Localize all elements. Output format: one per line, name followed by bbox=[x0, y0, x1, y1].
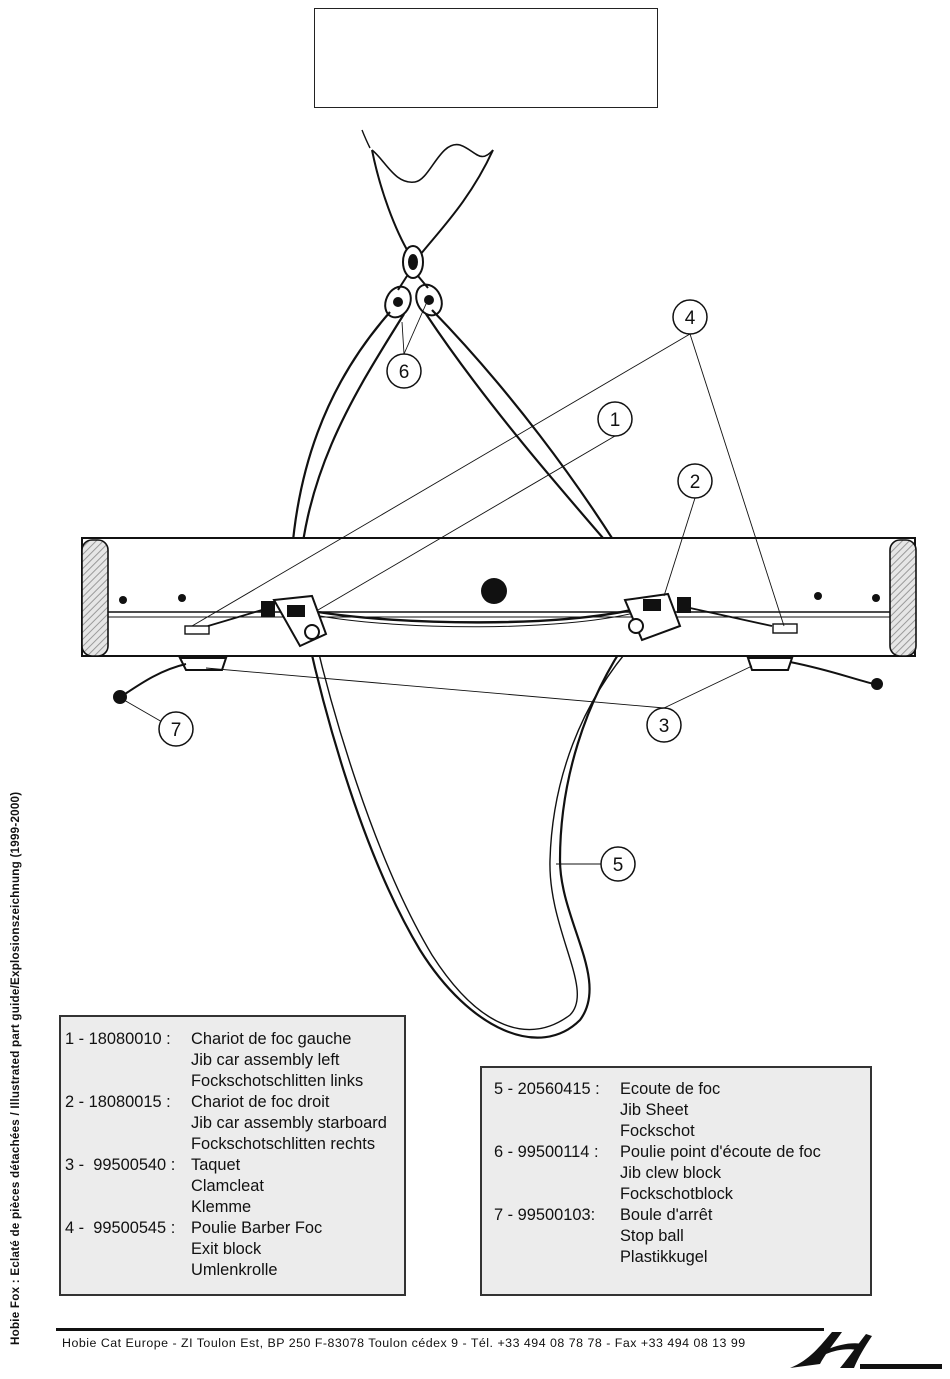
part-name-de: Fockschotschlitten rechts bbox=[191, 1135, 376, 1153]
part-name-de: Klemme bbox=[191, 1198, 252, 1216]
parts-legend-right: 5 - 20560415 : Ecoute de foc Jib Sheet F… bbox=[480, 1066, 872, 1296]
callout-5: 5 bbox=[600, 846, 636, 882]
callout-1: 1 bbox=[597, 401, 633, 437]
part-name-en: Stop ball bbox=[620, 1227, 684, 1245]
side-caption: Hobie Fox : Eclaté de pièces détachées /… bbox=[9, 791, 22, 1345]
part-name-de: Fockschot bbox=[620, 1122, 695, 1140]
part-name-fr: Chariot de foc gauche bbox=[191, 1030, 352, 1048]
part-name-en: Clamcleat bbox=[191, 1177, 264, 1195]
legend-entry-5: 5 - 20560415 : Ecoute de foc Jib Sheet F… bbox=[494, 1079, 870, 1142]
part-code: 6 - 99500114 : bbox=[494, 1143, 599, 1161]
part-name-fr: Ecoute de foc bbox=[620, 1080, 721, 1098]
part-name-de: Plastikkugel bbox=[620, 1248, 708, 1266]
legend-entry-6: 6 - 99500114 : Poulie point d'écoute de … bbox=[494, 1142, 870, 1205]
part-code: 7 - 99500103: bbox=[494, 1206, 596, 1224]
callout-6: 6 bbox=[386, 353, 422, 389]
part-name-en: Jib car assembly starboard bbox=[191, 1114, 387, 1132]
footer-rule bbox=[56, 1328, 824, 1331]
legend-entry-4: 4 - 99500545 : Poulie Barber Foc Exit bl… bbox=[65, 1218, 404, 1281]
callout-3: 3 bbox=[646, 707, 682, 743]
part-name-fr: Boule d'arrêt bbox=[620, 1206, 713, 1224]
part-code: 1 - 18080010 : bbox=[65, 1030, 171, 1048]
callout-2: 2 bbox=[677, 463, 713, 499]
svg-text:1: 1 bbox=[610, 410, 621, 431]
part-name-en: Jib clew block bbox=[620, 1164, 722, 1182]
hobie-logo-icon bbox=[790, 1332, 942, 1369]
callout-7: 7 bbox=[158, 711, 194, 747]
part-name-fr: Poulie point d'écoute de foc bbox=[620, 1143, 821, 1161]
leader-lines bbox=[123, 303, 785, 865]
legend-entry-1: 1 - 18080010 : Chariot de foc gauche Jib… bbox=[65, 1029, 404, 1092]
legend-entry-7: 7 - 99500103: Boule d'arrêt Stop ball Pl… bbox=[494, 1205, 870, 1268]
svg-text:6: 6 bbox=[399, 362, 410, 383]
legend-entry-3: 3 - 99500540 : Taquet Clamcleat Klemme bbox=[65, 1155, 404, 1218]
part-code: 2 - 18080015 : bbox=[65, 1093, 171, 1111]
part-code: 3 - 99500540 : bbox=[65, 1156, 176, 1174]
part-code: 4 - 99500545 : bbox=[65, 1219, 176, 1237]
part-name-en: Jib Sheet bbox=[620, 1101, 689, 1119]
parts-legend-left: 1 - 18080010 : Chariot de foc gauche Jib… bbox=[59, 1015, 406, 1296]
footer-address: Hobie Cat Europe - ZI Toulon Est, BP 250… bbox=[62, 1336, 746, 1350]
svg-text:2: 2 bbox=[690, 472, 701, 493]
part-name-de: Fockschotblock bbox=[620, 1185, 733, 1203]
svg-text:7: 7 bbox=[171, 720, 182, 741]
part-name-de: Fockschotschlitten links bbox=[191, 1072, 364, 1090]
part-name-fr: Poulie Barber Foc bbox=[191, 1219, 323, 1237]
part-name-en: Exit block bbox=[191, 1240, 262, 1258]
legend-entry-2: 2 - 18080015 : Chariot de foc droit Jib … bbox=[65, 1092, 404, 1155]
jib-sail bbox=[361, 129, 494, 256]
title-box bbox=[314, 8, 658, 108]
part-name-fr: Chariot de foc droit bbox=[191, 1093, 330, 1111]
svg-text:4: 4 bbox=[685, 308, 696, 329]
clew-blocks bbox=[384, 245, 443, 319]
svg-text:5: 5 bbox=[613, 855, 624, 876]
jib-cars bbox=[207, 592, 773, 648]
part-code: 5 - 20560415 : bbox=[494, 1080, 600, 1098]
svg-text:3: 3 bbox=[659, 716, 670, 737]
callout-4: 4 bbox=[672, 299, 708, 335]
part-name-de: Umlenkrolle bbox=[191, 1261, 278, 1279]
part-name-fr: Taquet bbox=[191, 1156, 241, 1174]
front-beam bbox=[81, 537, 917, 657]
cleats-and-stop-balls bbox=[113, 657, 883, 704]
part-name-en: Jib car assembly left bbox=[191, 1051, 340, 1069]
